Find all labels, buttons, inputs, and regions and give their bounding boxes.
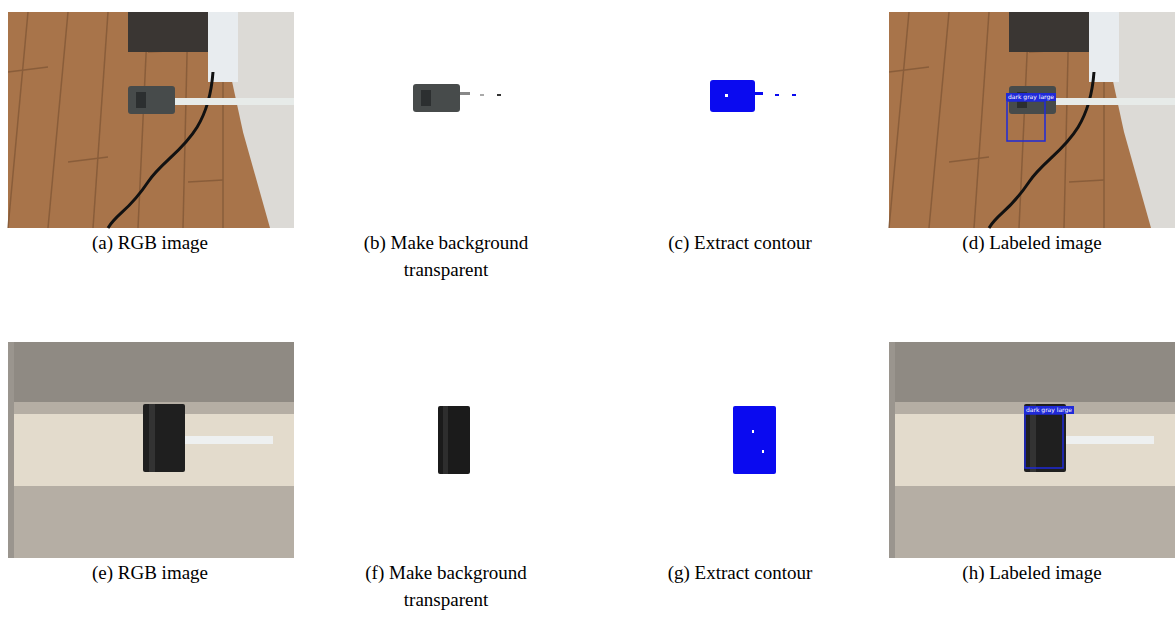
subfigure-caption: (c) Extract contour bbox=[615, 229, 865, 256]
class-label: dark gray large bbox=[1006, 93, 1056, 101]
class-label: dark gray large bbox=[1024, 406, 1074, 414]
detection-label-tag: dark gray large bbox=[1024, 406, 1074, 414]
detection-label-tag: dark gray large bbox=[1006, 93, 1056, 101]
subfigure-caption: (e) RGB image bbox=[25, 559, 275, 586]
subfigure-caption: (d) Labeled image bbox=[907, 229, 1157, 256]
subfigure-caption: (h) Labeled image bbox=[907, 559, 1157, 586]
subfigure-caption: (a) RGB image bbox=[25, 229, 275, 256]
subfigure-caption: (b) Make background transparent bbox=[346, 229, 546, 283]
subfigure-caption: (f) Make background transparent bbox=[346, 559, 546, 613]
subfigure-caption: (g) Extract contour bbox=[615, 559, 865, 586]
